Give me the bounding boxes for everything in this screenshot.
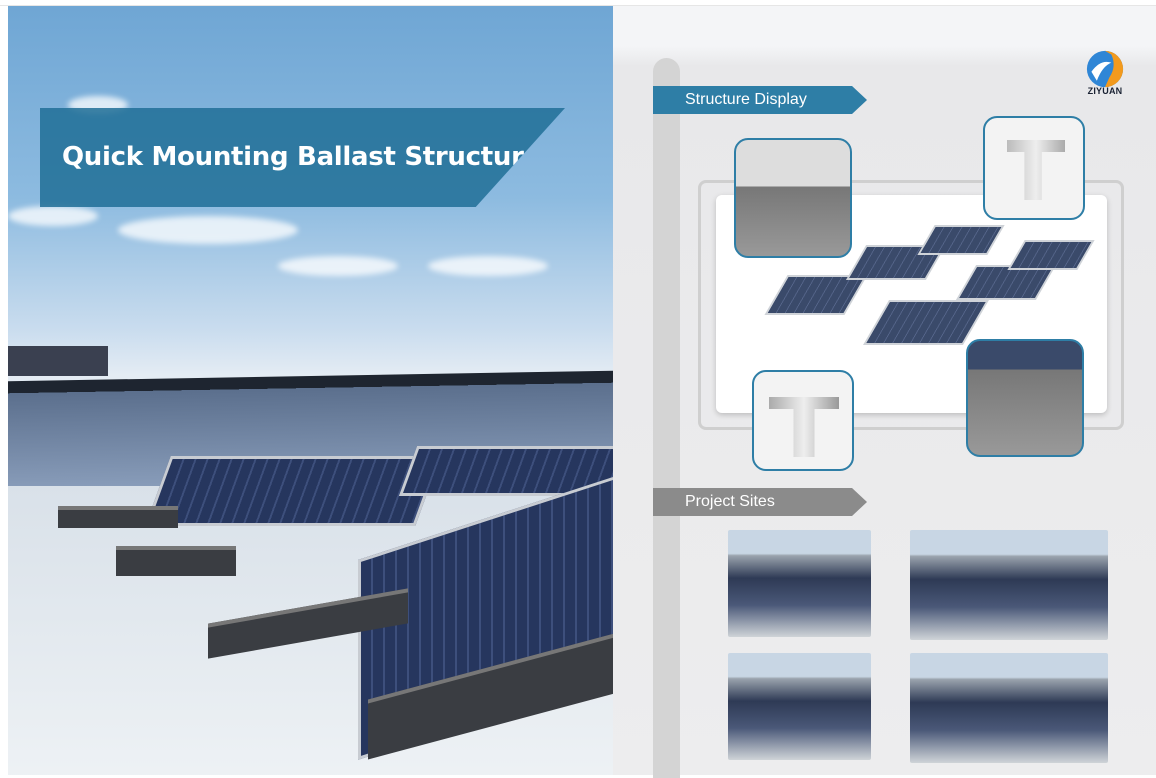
project-photo-4 [910,653,1108,763]
diagram-panel [1007,240,1095,270]
side-bar [653,58,680,778]
cloud [428,256,548,276]
section-project-sites: Project Sites [653,488,867,516]
cloud [278,256,398,276]
detail-callout-end-clamp [983,116,1085,220]
top-bar [0,0,1156,6]
ziyuan-logo-icon [1086,50,1124,88]
rooftop-structure [8,346,108,376]
project-photo-1 [728,530,871,637]
detail-callout-ballast-2 [966,339,1084,457]
diagram-panel [764,275,868,315]
structure-frame [698,180,1124,430]
end-clamp-icon [1007,140,1065,200]
cloud [8,206,98,226]
right-page: ZIYUAN Structure Display Project Sites [613,6,1156,778]
ballast-rail [58,506,178,528]
solar-panel [145,456,441,526]
logo-text: ZIYUAN [1087,86,1123,96]
title-banner: Quick Mounting Ballast Structure [40,108,565,207]
detail-callout-ballast [734,138,852,258]
ballast-rail [116,546,236,576]
cloud [118,216,298,244]
cover-photo: Quick Mounting Ballast Structure [8,6,613,775]
page-title: Quick Mounting Ballast Structure [62,142,541,172]
project-photo-3 [728,653,871,760]
diagram-panel [863,300,989,345]
diagram-panel [917,225,1005,255]
section-structure-display: Structure Display [653,86,867,114]
diagram-panel [955,265,1057,300]
project-photo-2 [910,530,1108,640]
detail-callout-mid-clamp [752,370,854,471]
mid-clamp-icon [769,397,839,457]
